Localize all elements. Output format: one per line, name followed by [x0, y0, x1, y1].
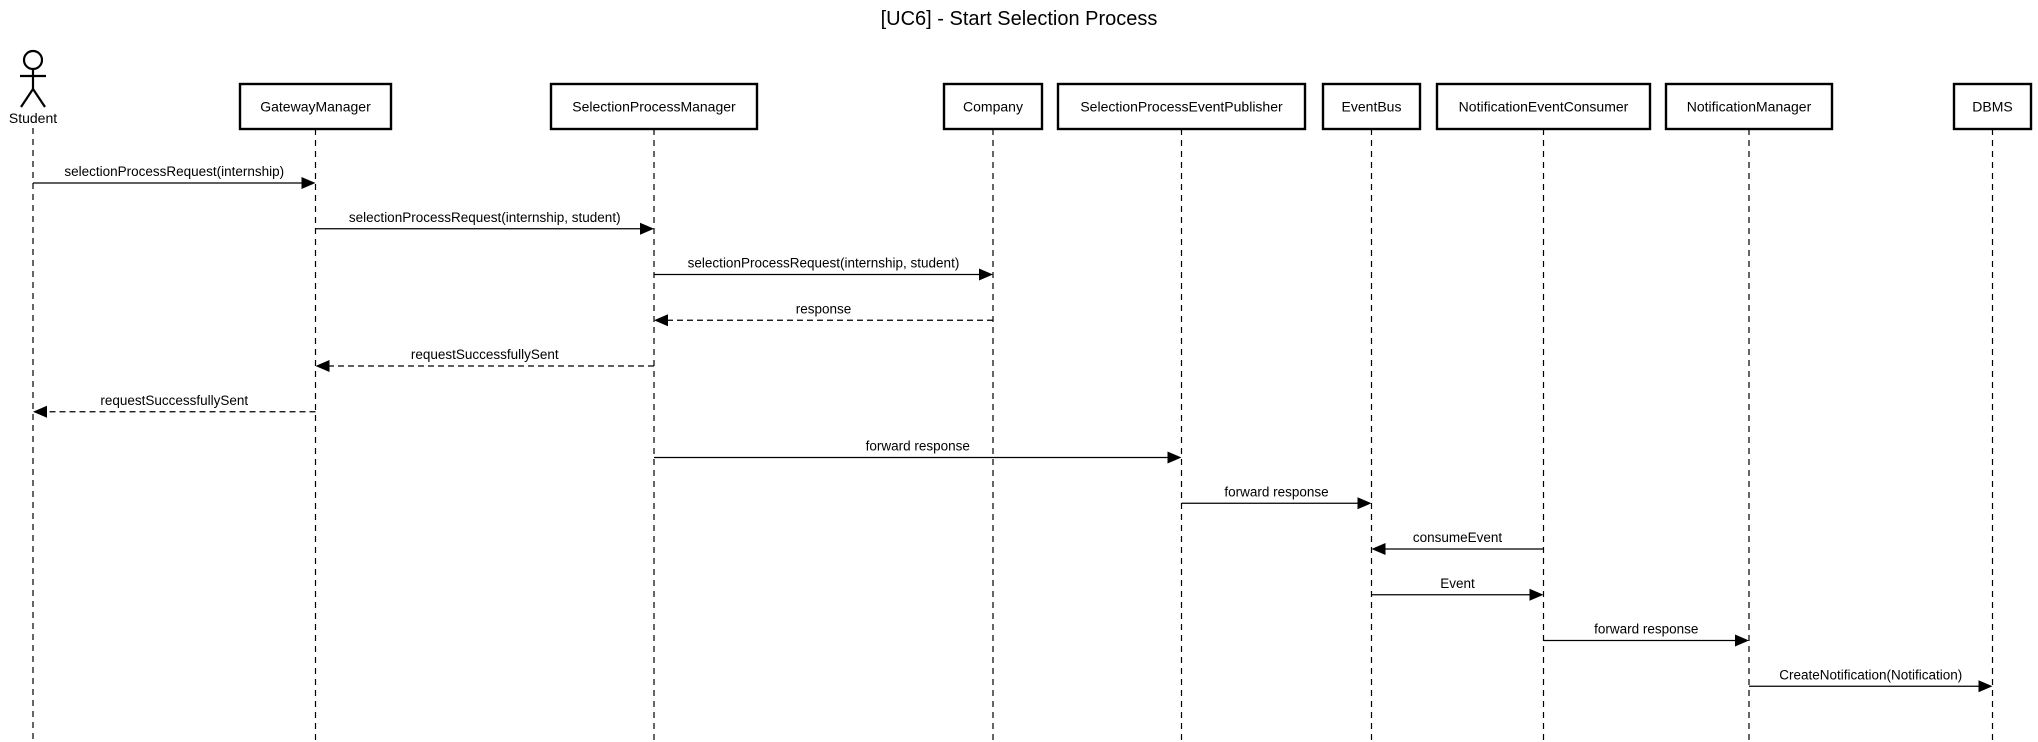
participant-label: NotificationEventConsumer	[1459, 99, 1629, 115]
participant-box	[1056, 82, 1307, 131]
diagram-title: [UC6] - Start Selection Process	[881, 8, 1158, 30]
participant-dbms: DBMS	[1952, 82, 2033, 742]
message-12: CreateNotification(Notification)	[1749, 667, 1993, 693]
participant-box	[1952, 82, 2033, 131]
participant-spm: SelectionProcessManager	[549, 82, 759, 742]
arrowhead-icon	[1529, 588, 1544, 601]
message-1: selectionProcessRequest(internship)	[33, 164, 316, 189]
message-label: forward response	[1594, 622, 1698, 637]
message-label: Event	[1440, 576, 1475, 591]
actor-head-icon	[22, 49, 44, 71]
arrowhead-icon	[1735, 634, 1749, 647]
message-label: CreateNotification(Notification)	[1779, 667, 1962, 682]
participant-box	[1321, 82, 1422, 131]
message-label: consumeEvent	[1413, 530, 1503, 545]
arrowhead-icon	[315, 360, 330, 372]
message-label: forward response	[866, 439, 970, 454]
message-3: selectionProcessRequest(internship, stud…	[654, 256, 993, 281]
arrowhead-icon	[1978, 680, 1993, 693]
participant-label: SelectionProcessManager	[572, 99, 736, 115]
actor-student: Student	[9, 49, 57, 742]
participant-nm: NotificationManager	[1664, 82, 1834, 742]
messages: selectionProcessRequest(internship) selec…	[33, 164, 1993, 693]
message-5: requestSuccessfullySent	[315, 347, 654, 372]
message-8: forward response	[1181, 484, 1372, 510]
message-label: selectionProcessRequest(internship, stud…	[688, 256, 960, 271]
participant-label: GatewayManager	[260, 99, 371, 115]
message-label: requestSuccessfullySent	[100, 393, 248, 408]
participant-label: SelectionProcessEventPublisher	[1080, 99, 1283, 115]
arrowhead-icon	[33, 405, 47, 418]
participant-gateway: GatewayManager	[238, 82, 393, 742]
arrowhead-icon	[979, 268, 993, 281]
participant-label: Company	[963, 99, 1023, 115]
message-label: response	[796, 301, 852, 316]
message-label: requestSuccessfullySent	[411, 347, 559, 362]
arrowhead-icon	[1357, 497, 1372, 510]
message-label: selectionProcessRequest(internship, stud…	[349, 210, 621, 225]
message-2: selectionProcessRequest(internship, stud…	[315, 210, 654, 235]
participant-box	[238, 82, 393, 131]
actor-right-leg-icon	[32, 88, 46, 108]
arrowhead-icon	[1371, 543, 1386, 555]
arrowhead-icon	[640, 222, 654, 235]
message-6: requestSuccessfullySent	[33, 393, 316, 418]
arrowhead-icon	[301, 177, 316, 189]
participant-spep: SelectionProcessEventPublisher	[1056, 82, 1307, 742]
message-11: forward response	[1543, 622, 1749, 647]
participant-box	[942, 82, 1044, 131]
participant-label: EventBus	[1342, 99, 1402, 115]
actor-left-leg-icon	[20, 88, 34, 108]
arrowhead-icon	[1167, 451, 1182, 464]
message-label: selectionProcessRequest(internship)	[64, 164, 284, 179]
participant-label: DBMS	[1972, 99, 2012, 115]
message-9: consumeEvent	[1371, 530, 1544, 555]
participant-nec: NotificationEventConsumer	[1435, 82, 1652, 742]
participant-box	[1664, 82, 1834, 131]
message-4: response	[654, 301, 993, 327]
arrowhead-icon	[654, 314, 668, 327]
participant-company: Company	[942, 82, 1044, 742]
message-label: forward response	[1224, 484, 1328, 499]
message-10: Event	[1371, 576, 1544, 601]
participant-eventbus: EventBus	[1321, 82, 1422, 742]
participant-label: NotificationManager	[1687, 99, 1812, 115]
actor-label: Student	[9, 110, 57, 126]
message-7: forward response	[654, 439, 1182, 464]
